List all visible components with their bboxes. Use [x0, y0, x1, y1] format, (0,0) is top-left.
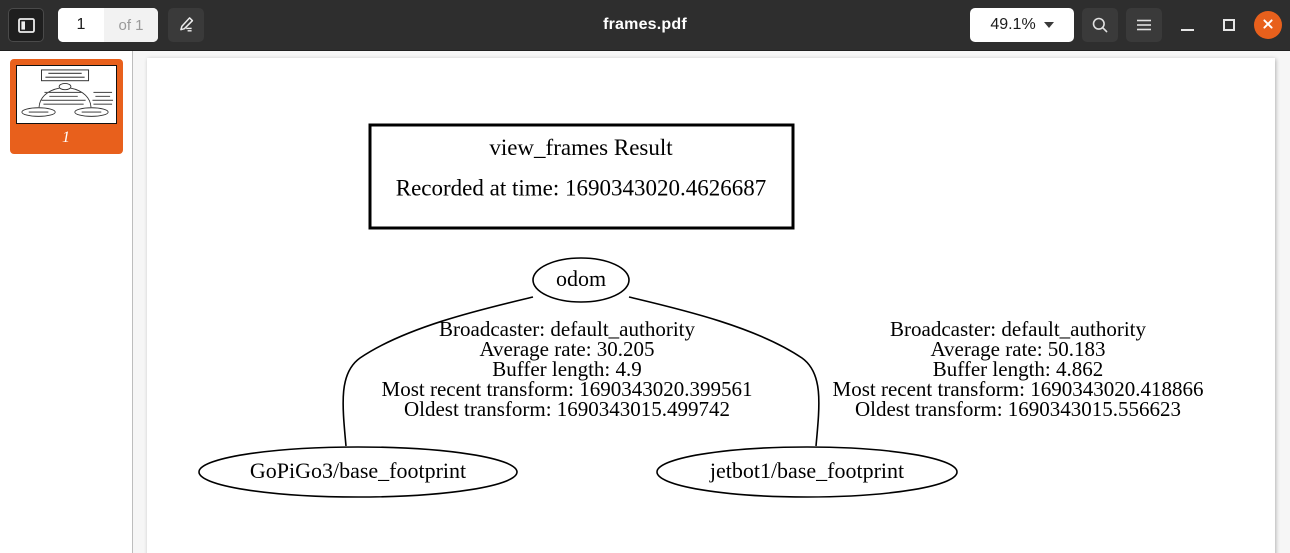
edge-label-jetbot1: Broadcaster: default_authority Average r… — [833, 317, 1204, 421]
chevron-down-icon — [1043, 22, 1054, 28]
thumbnail-sidebar[interactable]: 1 — [0, 51, 133, 553]
pen-edit-icon — [177, 16, 195, 34]
pdf-viewer-area[interactable]: view_frames Result Recorded at time: 169… — [133, 51, 1290, 553]
title-bar: 1 of 1 frames.pdf 49.1% — [0, 0, 1290, 50]
edge-label-line: Average rate: 30.205 — [479, 337, 654, 361]
thumbnail-item-1[interactable]: 1 — [9, 59, 123, 154]
pdf-page-1: view_frames Result Recorded at time: 169… — [147, 58, 1275, 553]
node-gopigo3: GoPiGo3/base_footprint — [198, 446, 518, 498]
toolbar-right-group: 49.1% — [970, 8, 1282, 42]
page-total-label: of 1 — [104, 8, 158, 42]
edge-label-gopigo3: Broadcaster: default_authority Average r… — [382, 317, 753, 421]
node-gopigo3-label: GoPiGo3/base_footprint — [250, 458, 466, 483]
sidebar-panel-icon — [17, 17, 35, 33]
node-jetbot1: jetbot1/base_footprint — [656, 446, 958, 498]
graph-edges — [342, 296, 820, 447]
edge-label-line: Average rate: 50.183 — [930, 337, 1105, 361]
close-button[interactable] — [1254, 11, 1282, 39]
header-box-title: view_frames Result — [489, 135, 673, 160]
annotate-button[interactable] — [168, 8, 204, 42]
minimize-button[interactable] — [1170, 8, 1204, 42]
thumbnail-preview — [15, 65, 117, 124]
header-box-subtitle: Recorded at time: 1690343020.4626687 — [396, 175, 767, 200]
edge-label-line: Broadcaster: default_authority — [439, 317, 695, 341]
edge-label-line: Most recent transform: 1690343020.418866 — [833, 377, 1204, 401]
page-number-input[interactable]: 1 — [58, 8, 104, 42]
hamburger-menu-icon — [1135, 18, 1153, 32]
thumbnail-page-label: 1 — [62, 129, 70, 146]
thumbnail-mini-graph — [20, 69, 113, 117]
search-icon — [1091, 16, 1109, 34]
edge-odom-jetbot1 — [628, 296, 820, 447]
node-jetbot1-label: jetbot1/base_footprint — [709, 458, 904, 483]
page-number-entry[interactable]: 1 of 1 — [58, 8, 158, 42]
maximize-icon — [1223, 19, 1235, 31]
window-body: 1 view_frames Result Recorded at time: 1… — [0, 50, 1290, 553]
search-button[interactable] — [1082, 8, 1118, 42]
edge-label-line: Oldest transform: 1690343015.499742 — [404, 397, 730, 421]
close-icon — [1262, 18, 1274, 33]
edge-label-line: Oldest transform: 1690343015.556623 — [855, 397, 1181, 421]
node-odom: odom — [532, 257, 630, 303]
maximize-button[interactable] — [1212, 8, 1246, 42]
minimize-icon — [1180, 28, 1194, 31]
zoom-level-value: 49.1% — [990, 16, 1036, 33]
edge-label-line: Broadcaster: default_authority — [890, 317, 1146, 341]
sidebar-toggle-button[interactable] — [8, 8, 44, 42]
header-box: view_frames Result Recorded at time: 169… — [368, 123, 795, 230]
zoom-level-dropdown[interactable]: 49.1% — [970, 8, 1074, 42]
edge-odom-gopigo3 — [342, 296, 534, 447]
toolbar-left-group: 1 of 1 — [8, 8, 204, 42]
edge-label-line: Buffer length: 4.862 — [933, 357, 1104, 381]
edge-label-line: Most recent transform: 1690343020.399561 — [382, 377, 753, 401]
edge-label-line: Buffer length: 4.9 — [492, 357, 642, 381]
main-menu-button[interactable] — [1126, 8, 1162, 42]
node-odom-label: odom — [556, 266, 606, 291]
tf-frames-graph: view_frames Result Recorded at time: 169… — [198, 123, 1204, 498]
